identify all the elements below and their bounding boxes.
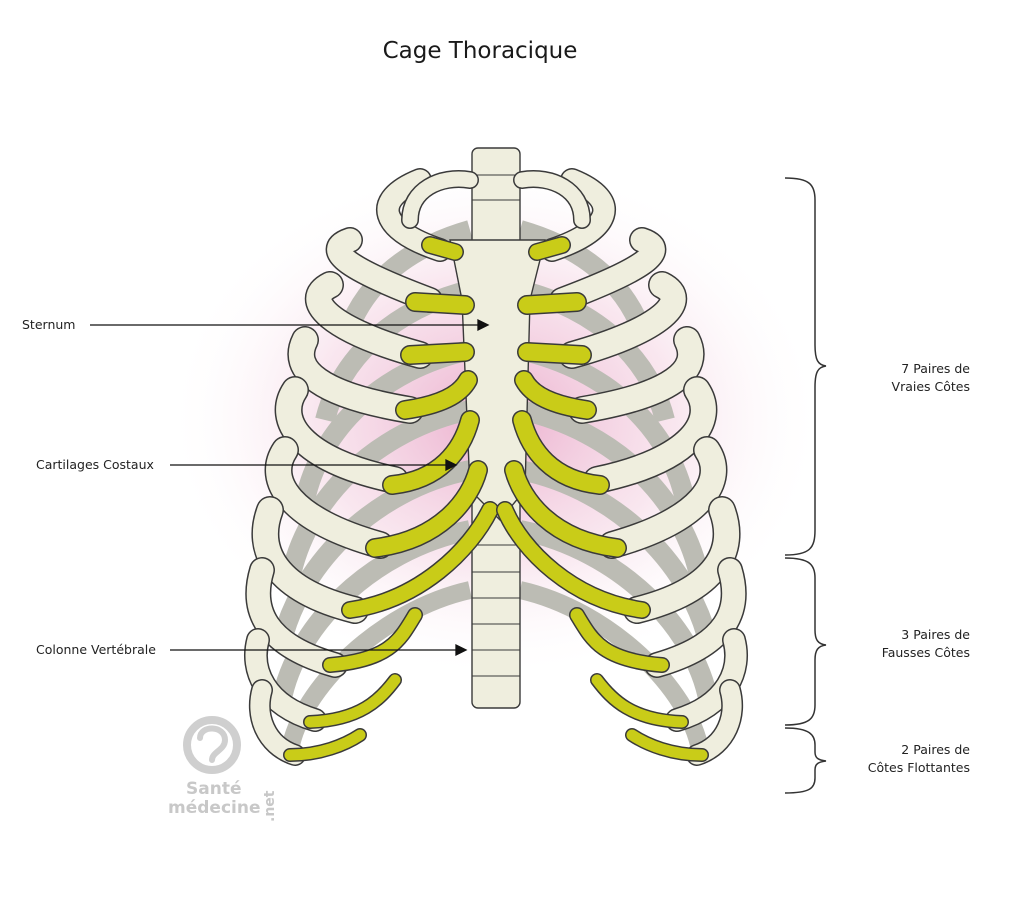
watermark-suffix: .net (262, 790, 278, 822)
label-fausses-line2: Fausses Côtes (881, 645, 970, 660)
brace-vraies (784, 177, 827, 556)
label-colonne-vertebrale: Colonne Vertébrale (36, 642, 156, 657)
watermark-line2: médecine (168, 798, 261, 818)
label-fausses-cotes: 3 Paires de Fausses Côtes (790, 626, 970, 662)
brace-fausses (784, 557, 827, 726)
front-ribs-right (540, 168, 749, 766)
label-vraies-cotes: 7 Paires de Vraies Côtes (790, 360, 970, 396)
diagram-title: Cage Thoracique (382, 38, 578, 64)
costal-cartilages-right (496, 236, 709, 762)
label-cotes-flottantes: 2 Paires de Côtes Flottantes (790, 741, 970, 777)
label-cartilages-costaux: Cartilages Costaux (36, 457, 154, 472)
label-vraies-line2: Vraies Côtes (891, 379, 970, 394)
watermark-line1: Santé (186, 779, 242, 799)
watermark-text: Santé médecine (168, 780, 260, 818)
brace-flottantes (784, 727, 827, 794)
leader-lines (90, 318, 490, 657)
front-ribs-left (243, 168, 452, 766)
label-fausses-line1: 3 Paires de (901, 627, 970, 642)
top-ribs (401, 170, 591, 229)
label-flottantes-line2: Côtes Flottantes (867, 760, 970, 775)
label-vraies-line1: 7 Paires de (901, 361, 970, 376)
costal-cartilages-left (283, 236, 499, 762)
watermark-logo-icon (183, 716, 241, 774)
label-sternum: Sternum (22, 317, 76, 332)
braces (784, 177, 827, 794)
label-flottantes-line1: 2 Paires de (901, 742, 970, 757)
